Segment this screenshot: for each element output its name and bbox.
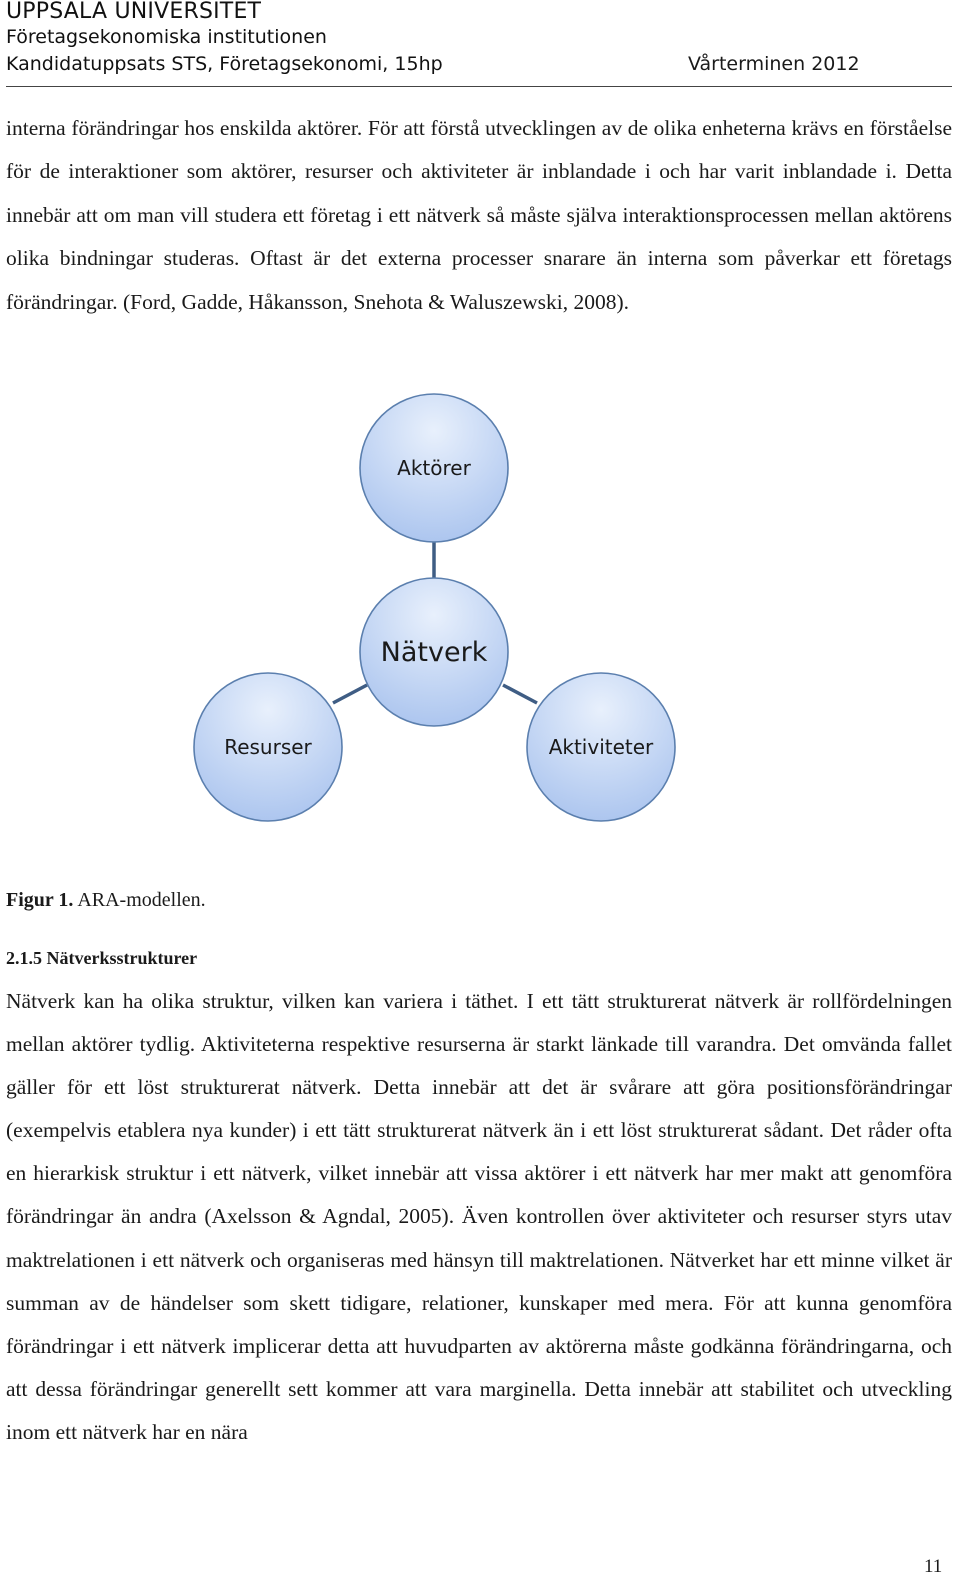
label-resurser: Resurser bbox=[224, 735, 312, 759]
section-heading: 2.1.5 Nätverksstrukturer bbox=[6, 948, 198, 968]
node-resurser bbox=[193, 672, 343, 822]
node-natverk bbox=[359, 577, 509, 727]
ara-model-diagram: Aktörer Nätverk Resurser Aktiviteter bbox=[193, 393, 676, 822]
node-aktiviteter bbox=[526, 672, 676, 822]
header-divider bbox=[6, 86, 952, 87]
header-university: UPPSALA UNIVERSITET bbox=[6, 0, 262, 24]
header-course: Kandidatuppsats STS, Företagsekonomi, 15… bbox=[6, 53, 443, 75]
header-term: Vårterminen 2012 bbox=[688, 53, 860, 75]
label-aktiviteter: Aktiviteter bbox=[549, 735, 654, 759]
caption-text: ARA-modellen. bbox=[73, 889, 206, 911]
label-aktorer: Aktörer bbox=[397, 456, 471, 480]
figure-caption: Figur 1. ARA-modellen. bbox=[6, 889, 206, 912]
connector-left bbox=[332, 683, 368, 705]
header-department: Företagsekonomiska institutionen bbox=[6, 26, 327, 48]
page-number: 11 bbox=[924, 1556, 943, 1577]
node-aktorer bbox=[359, 393, 509, 543]
connector-right bbox=[502, 683, 538, 705]
label-natverk: Nätverk bbox=[381, 637, 488, 668]
paragraph-intro: interna förändringar hos enskilda aktöre… bbox=[6, 116, 952, 314]
caption-label: Figur 1. bbox=[6, 889, 74, 911]
paragraph-network-structures: Nätverk kan ha olika struktur, vilken ka… bbox=[6, 989, 952, 1444]
